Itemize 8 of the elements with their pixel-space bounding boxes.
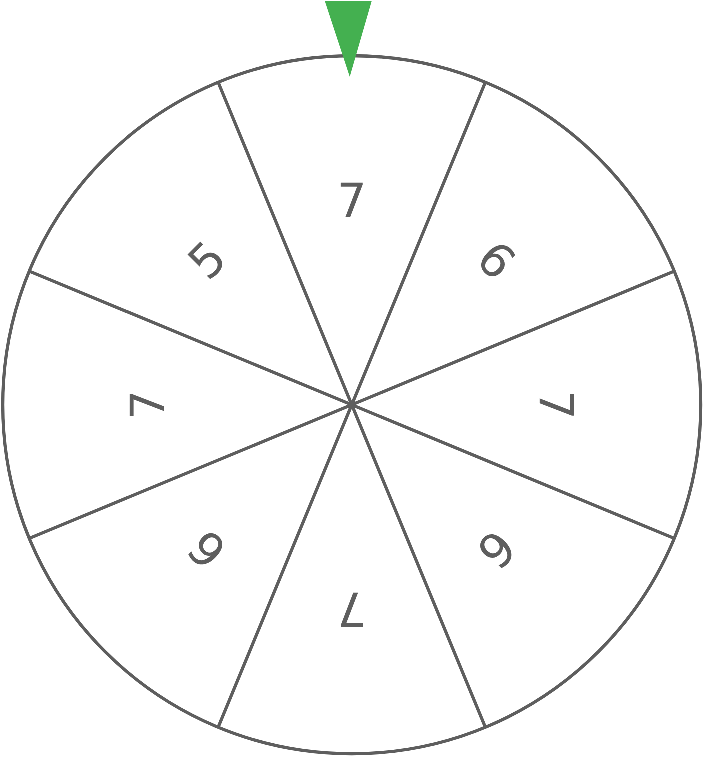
sector-number: 6	[188, 533, 223, 565]
sector-number: 6	[481, 245, 516, 277]
sector-number: 7	[540, 394, 574, 416]
sector-number: 7	[130, 394, 164, 416]
sector-number: 7	[340, 182, 363, 218]
sector-number: 6	[480, 534, 512, 568]
sector-number: 7	[341, 592, 364, 628]
sector-number: 5	[188, 242, 222, 280]
